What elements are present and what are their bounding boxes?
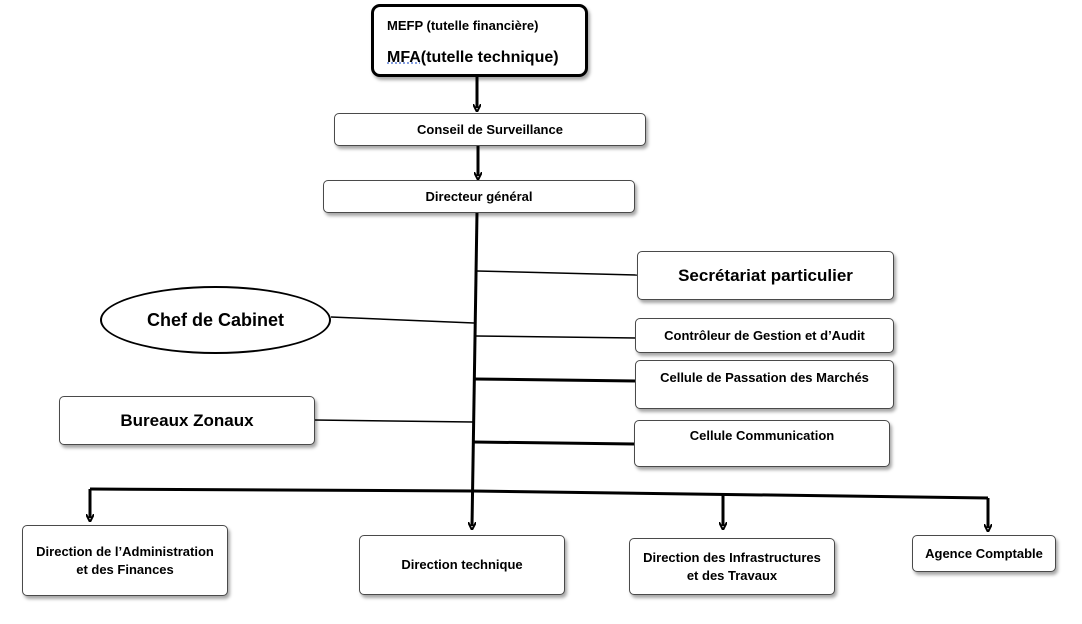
supervision-box: MEFP (tutelle financière) MFA(tutelle te… xyxy=(371,4,588,77)
chef-cabinet-ellipse: Chef de Cabinet xyxy=(100,286,331,354)
secretariat-box: Secrétariat particulier xyxy=(637,251,894,300)
controleur-box: Contrôleur de Gestion et d’Audit xyxy=(635,318,894,353)
daf-box: Direction de l’Administration et des Fin… xyxy=(22,525,228,596)
direction-technique-box: Direction technique xyxy=(359,535,565,595)
link-passation xyxy=(473,377,637,383)
dit-line1: Direction des Infrastructures xyxy=(643,549,821,565)
dit-box: Direction des Infrastructures et des Tra… xyxy=(629,538,835,595)
mfa-label: MFA xyxy=(387,49,421,66)
dit-line2: et des Travaux xyxy=(686,567,778,583)
link-communication xyxy=(472,440,635,446)
daf-line1: Direction de l’Administration xyxy=(36,543,214,559)
link-secretariat xyxy=(476,270,638,276)
passation-box: Cellule de Passation des Marchés xyxy=(635,360,894,409)
bottom-horizontal-line xyxy=(89,487,989,500)
tutelle-technique-label: MFA(tutelle technique) xyxy=(387,49,559,67)
bureaux-zonaux-box: Bureaux Zonaux xyxy=(59,396,315,445)
link-controleur xyxy=(475,335,637,339)
daf-line2: et des Finances xyxy=(76,561,174,577)
tutelle-technique-rest: (tutelle technique) xyxy=(420,49,559,66)
main-vertical-line xyxy=(472,211,479,526)
directeur-general-box: Directeur général xyxy=(323,180,635,213)
link-bureaux xyxy=(313,419,474,423)
agence-comptable-box: Agence Comptable xyxy=(912,535,1056,572)
communication-box: Cellule Communication xyxy=(634,420,890,467)
tutelle-financiere-label: MEFP (tutelle financière) xyxy=(387,18,539,33)
conseil-surveillance-box: Conseil de Surveillance xyxy=(334,113,646,146)
link-chef-cabinet xyxy=(330,316,475,324)
